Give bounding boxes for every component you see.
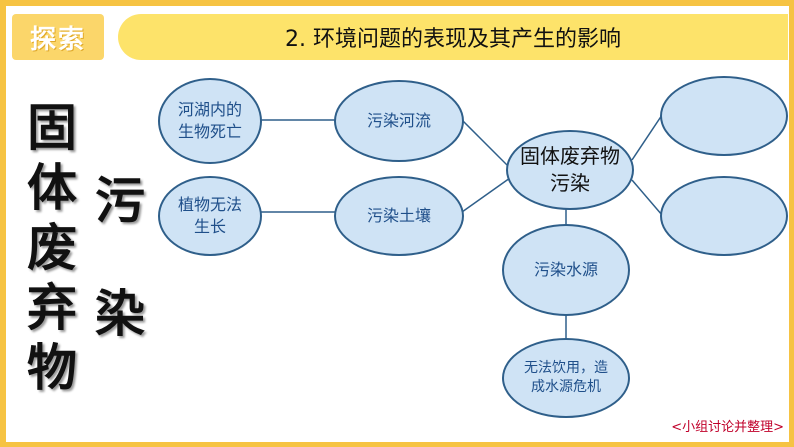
frame-left [0, 0, 6, 447]
node-empty-bottom [660, 176, 788, 256]
explore-badge: 探索 [12, 14, 104, 60]
node-plants-no-growth: 植物无法生长 [158, 176, 262, 256]
side-title-char: 弃 [27, 279, 77, 337]
side-title-char: 物 [27, 339, 77, 397]
side-title-column-2: 污 染 [90, 145, 150, 371]
node-river-pollution: 污染河流 [334, 80, 464, 162]
frame-right [789, 0, 794, 447]
page-title: 2. 环境问题的表现及其产生的影响 [285, 27, 621, 52]
title-bar [118, 14, 788, 60]
node-water-source-pollution: 污染水源 [502, 224, 630, 316]
frame-top [0, 0, 794, 6]
side-title-char: 废 [27, 219, 77, 277]
discussion-note: <小组讨论并整理> [671, 420, 784, 435]
side-title-char: 染 [95, 285, 145, 343]
node-soil-pollution: 污染土壤 [334, 176, 464, 256]
connector-center-top [631, 114, 663, 161]
node-solid-waste-pollution: 固体废弃物污染 [506, 130, 634, 210]
side-title-char: 体 [27, 159, 77, 217]
side-title-char: 污 [95, 172, 145, 230]
frame-bottom [0, 442, 794, 447]
connector-river-center [461, 119, 511, 169]
node-water-crisis: 无法饮用，造成水源危机 [502, 338, 630, 418]
node-empty-top [660, 76, 788, 156]
side-title-char: 固 [27, 99, 77, 157]
connector-center-bottom [631, 179, 663, 216]
node-organisms-death: 河湖内的生物死亡 [158, 78, 262, 164]
side-title-column-1: 固 体 废 弃 物 [22, 98, 82, 398]
connector-soil-center [461, 177, 511, 213]
